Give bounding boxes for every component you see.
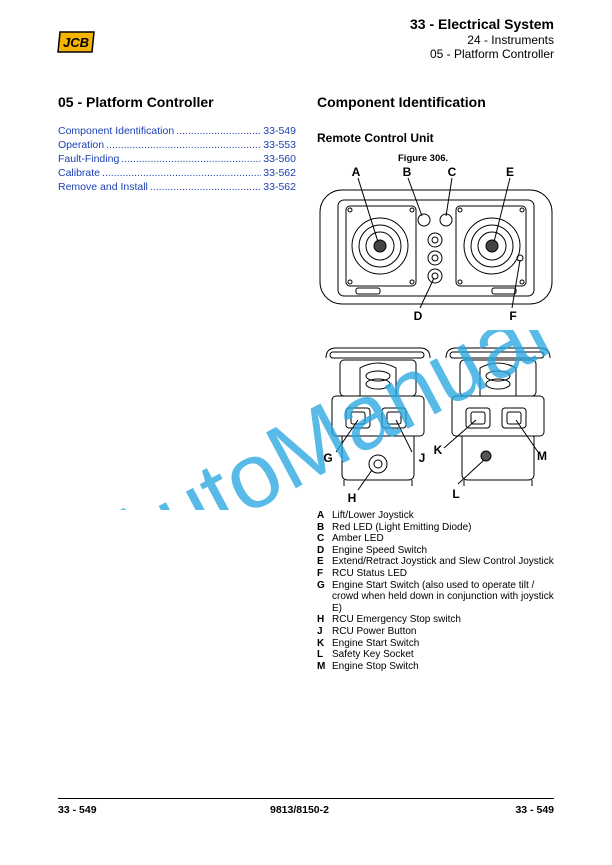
component-identification-heading: Component Identification — [317, 94, 486, 110]
rcu-front-view-right — [445, 347, 551, 486]
footer-doc-number: 9813/8150-2 — [270, 804, 329, 816]
footer-rule — [58, 798, 554, 799]
safety-key-socket — [480, 450, 492, 462]
remote-control-unit-heading: Remote Control Unit — [317, 131, 434, 145]
toc-link[interactable]: Remove and Install33-562 — [58, 180, 296, 194]
callout-l: L — [452, 487, 459, 501]
section-heading: 05 - Platform Controller — [58, 94, 214, 110]
callout-h: H — [348, 491, 357, 502]
callout-f: F — [509, 309, 516, 323]
callout-c: C — [448, 165, 457, 179]
callout-d: D — [414, 309, 423, 323]
callout-a: A — [352, 165, 361, 179]
callout-b: B — [403, 165, 412, 179]
red-led — [417, 213, 431, 227]
footer-page-right: 33 - 549 — [515, 804, 554, 816]
callout-g: G — [323, 451, 332, 465]
rcu-front-view-left — [325, 347, 431, 486]
toc-link[interactable]: Fault-Finding33-560 — [58, 152, 296, 166]
footer-page-left: 33 - 549 — [58, 804, 97, 816]
toc-link[interactable]: Operation33-553 — [58, 138, 296, 152]
toc-link[interactable]: Component Identification33-549 — [58, 124, 296, 138]
toc-link[interactable]: Calibrate33-562 — [58, 166, 296, 180]
jcb-logo: JCB — [57, 31, 95, 53]
logo-text: JCB — [63, 35, 89, 50]
table-of-contents: Component Identification33-549 Operation… — [58, 124, 296, 194]
callout-m: M — [537, 449, 547, 463]
page-header: 33 - Electrical System 24 - Instruments … — [410, 16, 554, 61]
figure-caption: Figure 306. — [398, 153, 449, 164]
lift-lower-joystick — [351, 217, 409, 275]
callout-j: J — [419, 451, 426, 465]
chapter-title: 33 - Electrical System — [410, 16, 554, 32]
callout-e: E — [506, 165, 514, 179]
callout-k: K — [434, 443, 443, 457]
remote-control-unit-diagram: A B C E D F G J H K M L — [319, 165, 553, 502]
rcu-top-housing — [319, 189, 553, 305]
engine-speed-switch — [427, 268, 443, 284]
rcu-emergency-stop-switch — [368, 454, 388, 474]
subsection-title: 05 - Platform Controller — [429, 47, 554, 61]
extend-retract-joystick — [463, 217, 521, 275]
section-title: 24 - Instruments — [467, 33, 554, 47]
